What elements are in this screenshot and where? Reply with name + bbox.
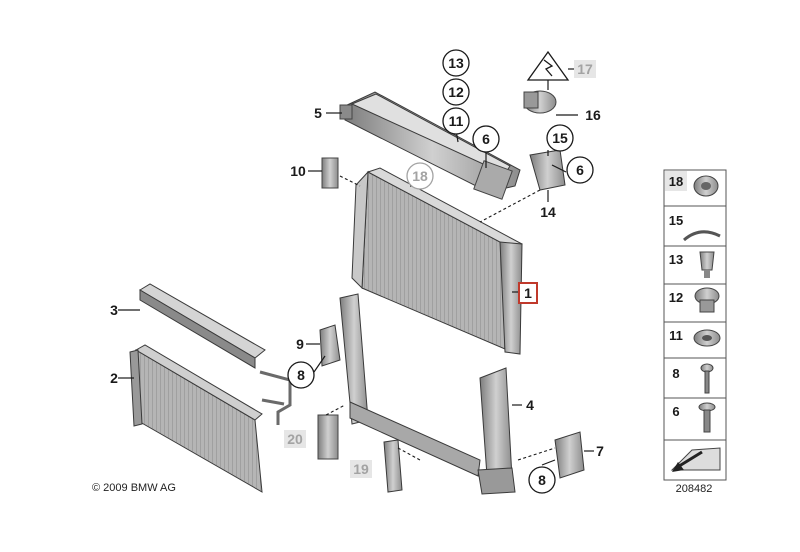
callout-16[interactable]: 16 [585,107,601,123]
part-bracket-7 [517,431,594,479]
part-condenser-plate [118,283,266,369]
callout-17-box [574,60,596,78]
arrow-head-icon [672,462,684,472]
callout-11-label: 11 [449,113,464,129]
callout-11[interactable]: 11 [442,107,470,135]
callout-8a-label: 8 [297,367,305,383]
callout-20-label: 20 [287,431,303,447]
callout-6b-label: 6 [576,162,584,178]
sidebar-8-label: 8 [672,366,679,381]
callout-5[interactable]: 5 [314,105,322,121]
callout-13[interactable]: 13 [442,49,470,77]
callout-9[interactable]: 9 [296,336,304,352]
sidebar-item-12[interactable]: 12 [669,287,720,313]
part-bracket-19 [383,439,421,493]
sidebar-11-label: 11 [669,328,683,343]
callout-8b-label: 8 [538,472,546,488]
part-bracket-20 [317,404,346,460]
callout-20[interactable]: 20 [284,430,306,448]
callout-2[interactable]: 2 [110,370,118,386]
lead-8b [541,459,556,466]
sidebar-arrow-row[interactable] [670,447,721,472]
sidebar-12-label: 12 [669,290,683,305]
callout-3[interactable]: 3 [110,302,118,318]
callout-7[interactable]: 7 [596,443,604,459]
sidebar-frame [663,169,727,481]
callout-19-box [350,460,372,478]
callout-6a-label: 6 [482,131,490,147]
callout-12[interactable]: 12 [442,78,470,106]
sidebar-item-11[interactable]: 11 [669,328,721,347]
callout-1[interactable]: 1 [518,282,538,304]
callout-10[interactable]: 10 [290,163,306,179]
callout-13-label: 13 [448,55,464,71]
callout-15-label: 15 [552,130,568,146]
sidebar-item-13[interactable]: 13 [669,251,715,278]
clip-hole-icon [701,182,711,190]
expanding-rivet-icon [699,251,715,271]
callout-8a[interactable]: 8 [287,361,315,389]
screw-shaft-icon [704,370,710,394]
sidebar-item-8[interactable]: 8 [672,363,714,394]
rivet-shaft-icon [704,270,710,278]
part-bracket-10 [308,157,361,189]
callout-9-label: 9 [296,336,304,352]
copyright-text: © 2009 BMW AG [92,482,176,494]
warning-triangle-icon [526,50,574,81]
part-pump-16 [523,80,578,116]
sidebar-13-label: 13 [669,252,683,267]
callout-8b[interactable]: 8 [528,466,556,494]
part-upper-carrier [326,91,521,200]
callout-19-label: 19 [353,461,369,477]
sidebar-item-15[interactable]: 15 [669,213,721,242]
callout-18-label: 18 [412,168,428,184]
lead-6b [551,164,567,173]
sidebar-15-label: 15 [669,213,683,228]
sidebar-item-18[interactable]: 18 [665,171,719,197]
callout-19[interactable]: 19 [350,460,372,478]
parts-sidebar: 18 15 13 12 11 [663,169,727,481]
part-bracket-9 [306,324,341,367]
lead-8a [313,355,326,373]
part-frame [339,293,522,495]
bolt-shaft-icon [703,409,711,433]
sidebar-item-6[interactable]: 6 [672,402,716,433]
callout-6a[interactable]: 6 [472,125,500,153]
callout-6b[interactable]: 6 [566,156,594,184]
callout-17-label: 17 [577,61,593,77]
sidebar-18-box [665,171,687,191]
callout-15[interactable]: 15 [546,124,574,152]
part-radiator [351,167,523,355]
callout-1-label: 1 [524,285,532,301]
part-bracket-14 [479,149,566,223]
sidebar-6-label: 6 [672,404,679,419]
callout-20-box [284,430,306,448]
callout-14[interactable]: 14 [540,204,556,220]
callout-1-highlight-box [518,282,538,304]
diagram-number: 208482 [676,483,713,495]
callout-18[interactable]: 18 [406,162,434,190]
callout-4[interactable]: 4 [526,397,534,413]
part-condenser [118,344,292,493]
mount-hole-icon [702,335,712,341]
grommet-body-icon [699,299,715,313]
sidebar-18-label: 18 [669,174,683,189]
callout-12-label: 12 [448,84,464,100]
callout-17[interactable]: 17 [574,60,596,78]
hose-clamp-icon [683,230,721,242]
